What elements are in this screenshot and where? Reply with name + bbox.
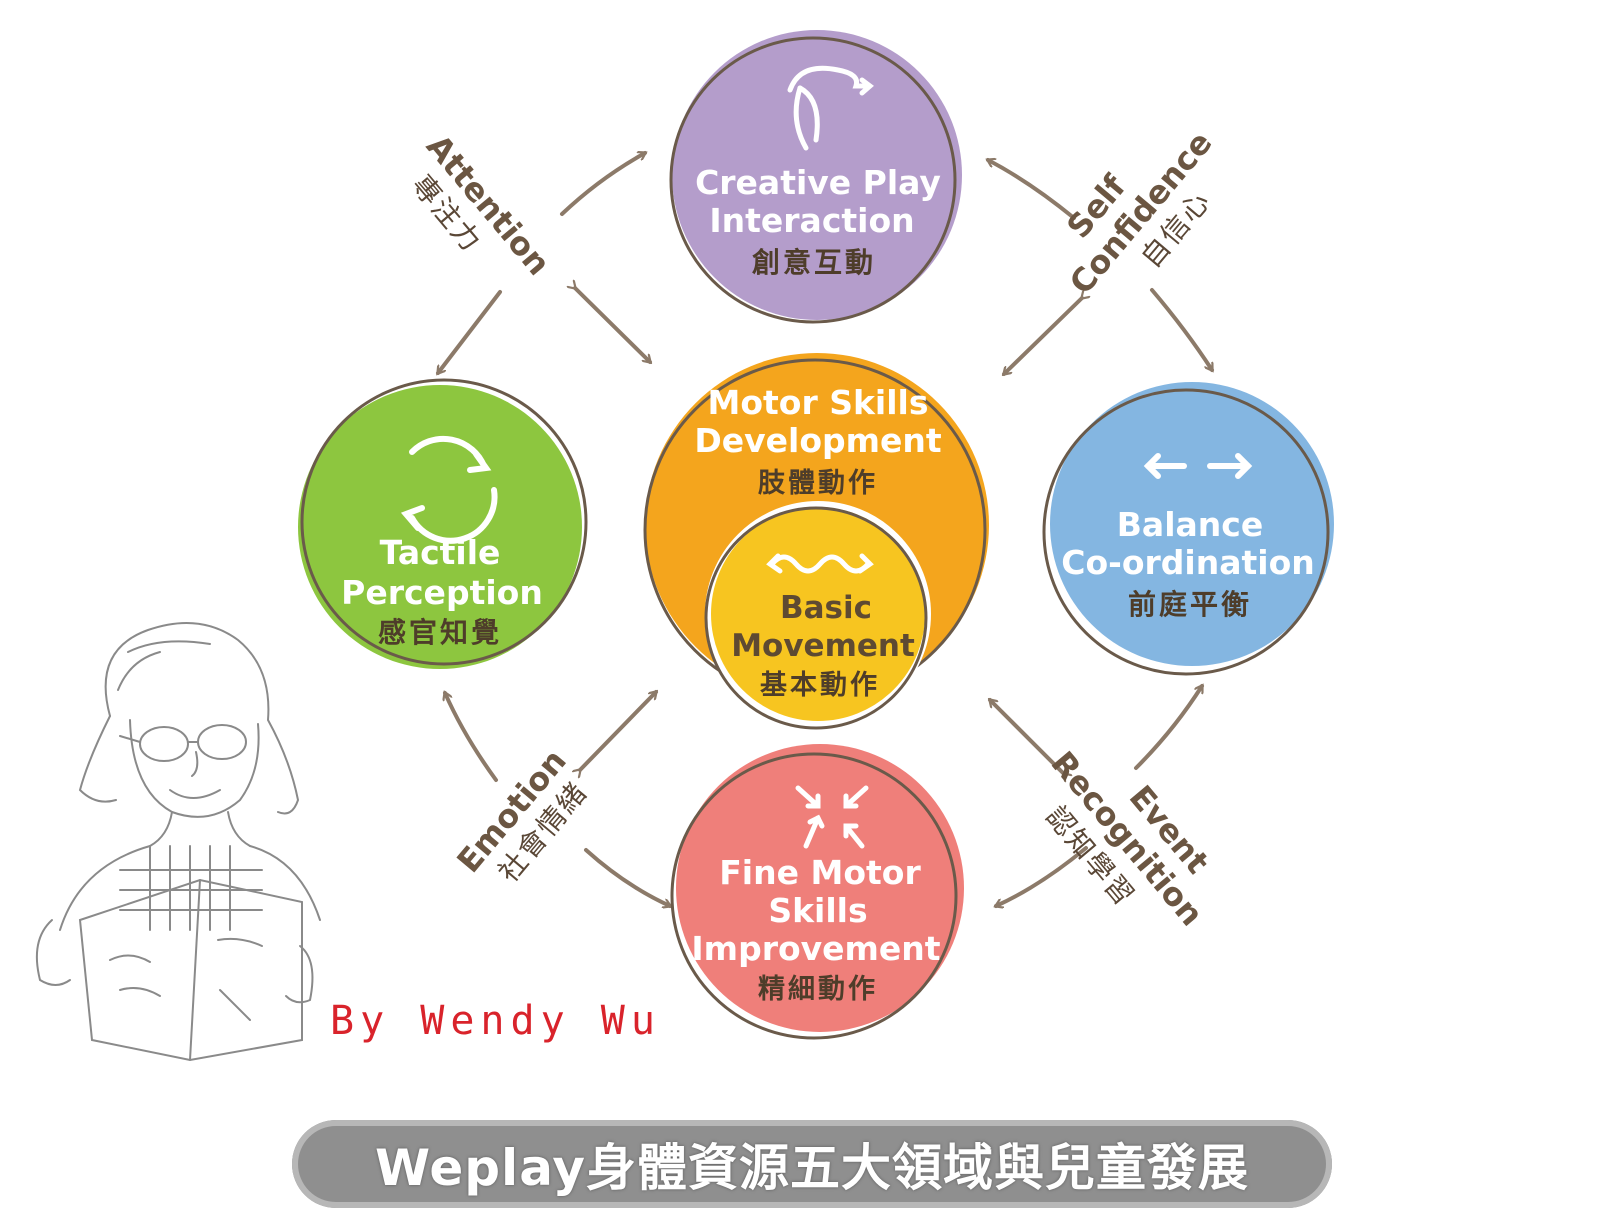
arrow-emotion-to-tactile [445, 693, 498, 782]
sketch-woman-reading [35, 621, 321, 1062]
circle-balance-fill [1050, 382, 1334, 666]
arrow-confidence-to-balance [1150, 288, 1214, 370]
balance-title-line1: Balance [1117, 505, 1263, 544]
tactile-zh: 感官知覺 [378, 616, 502, 649]
arrow-event-to-balance [1134, 686, 1204, 770]
basic-title-line1: Basic [780, 590, 872, 626]
arrow-emotion-to-fine [584, 848, 670, 906]
node-balance: Balance Co-ordination 前庭平衡 [1042, 382, 1334, 676]
arrow-event-to-fine [996, 846, 1088, 906]
creative-zh: 創意互動 [752, 246, 876, 279]
converging-arrows-icon [795, 785, 869, 849]
arrow-confidence-to-creative [988, 160, 1076, 220]
fine-title-line3: Improvement [691, 929, 940, 968]
circle-basic-fill [705, 501, 931, 727]
title-banner: Weplay身體資源五大領域與兒童發展 [292, 1120, 1332, 1208]
author-credit: By Wendy Wu [330, 998, 661, 1044]
balance-zh: 前庭平衡 [1128, 588, 1252, 621]
arrow-attention-to-creative [560, 153, 645, 216]
creative-title-line2: Interaction [709, 201, 914, 240]
curl-arrow-icon [787, 65, 874, 151]
basic-zh: 基本動作 [760, 670, 880, 701]
motor-zh: 肢體動作 [758, 468, 878, 499]
circle-creative-fill [672, 30, 962, 320]
circle-fine-fill [676, 744, 964, 1032]
circle-balance-outline [1042, 388, 1330, 676]
connector-arrows [436, 153, 1214, 906]
basic-title-line2: Movement [731, 628, 915, 664]
node-basic-movement: Basic Movement 基本動作 [704, 501, 931, 730]
fine-title-line2: Skills [768, 891, 867, 930]
cycle-arrows-icon [400, 435, 498, 544]
creative-title-line1: Creative Play [695, 163, 941, 202]
left-right-arrows-icon [1143, 453, 1253, 479]
arrow-attention-to-tactile [436, 290, 502, 373]
circle-creative-outline [669, 36, 957, 324]
arrow-event-center [990, 700, 1064, 774]
circle-tactile-outline [300, 378, 588, 666]
arrow-confidence-center [1004, 298, 1082, 374]
motor-title-line2: Development [694, 421, 942, 460]
tactile-title-line1: Tactile [380, 533, 501, 572]
balance-title-line2: Co-ordination [1061, 543, 1314, 582]
tactile-title-line2: Perception [341, 573, 543, 612]
motor-title-line1: Motor Skills [707, 383, 928, 422]
node-tactile-perception: Tactile Perception 感官知覺 [298, 378, 588, 669]
label-event-recognition: Event Recognition 認知學習 [1039, 744, 1216, 933]
label-attention: Attention 專注力 [405, 127, 558, 282]
wave-arrow-icon [766, 553, 874, 574]
arrow-attention-center [575, 288, 650, 362]
fine-zh: 精細動作 [758, 974, 878, 1005]
node-fine-motor: Fine Motor Skills Improvement 精細動作 [670, 744, 964, 1040]
circle-basic-outline [704, 506, 928, 730]
circle-tactile-fill [298, 385, 582, 669]
node-creative-play: Creative Play Interaction 創意互動 [669, 30, 962, 324]
fine-title-line1: Fine Motor [719, 853, 921, 892]
label-emotion: Emotion 社會情緒 [449, 742, 594, 889]
circle-fine-outline [670, 752, 958, 1040]
arrow-emotion-center [580, 692, 656, 770]
banner-title: Weplay身體資源五大領域與兒童發展 [374, 1139, 1249, 1197]
